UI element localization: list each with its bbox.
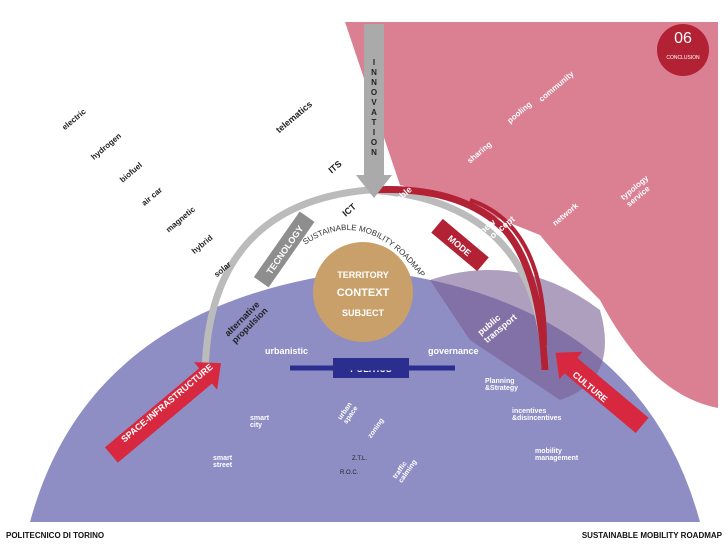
- badge-circle: [657, 24, 709, 76]
- space-arrow: [104, 362, 221, 463]
- badge-label: CONCLUSION: [666, 55, 700, 61]
- hub-governance: governance: [428, 346, 479, 356]
- pol-planning: Planning &Strategy: [485, 378, 519, 392]
- technology-label: TECNOLOGY: [265, 224, 306, 276]
- pol-smart-street: smart street: [213, 455, 233, 469]
- pol-smart-city: smart city: [250, 415, 270, 429]
- innovation-arrow: [356, 24, 392, 198]
- technology-tag: TECNOLOGY: [253, 211, 315, 288]
- hub-urbanistic: urbanistic: [265, 346, 309, 356]
- badge-number: 06: [674, 30, 692, 47]
- center-circle: [313, 242, 413, 342]
- center-middle: CONTEXT: [336, 287, 390, 299]
- mode-region: [345, 22, 718, 408]
- pol-incentives: incentives &disincentives: [512, 408, 562, 422]
- pol-roc: R.O.C.: [340, 470, 359, 476]
- center-bottom: SUBJECT: [341, 308, 384, 318]
- mode-arc: [369, 186, 549, 371]
- culture-arc: [469, 198, 547, 346]
- pol-mobility-management: mobility management: [535, 448, 579, 462]
- footer-right: SUSTAINABLE MOBILITY ROADMAP: [581, 531, 722, 540]
- pol-ztl: Z.T.L.: [352, 456, 368, 462]
- culture-arrow: [555, 351, 649, 434]
- center-top: TERRITORY: [337, 270, 389, 280]
- footer-left: POLITECNICO DI TORINO: [6, 531, 105, 540]
